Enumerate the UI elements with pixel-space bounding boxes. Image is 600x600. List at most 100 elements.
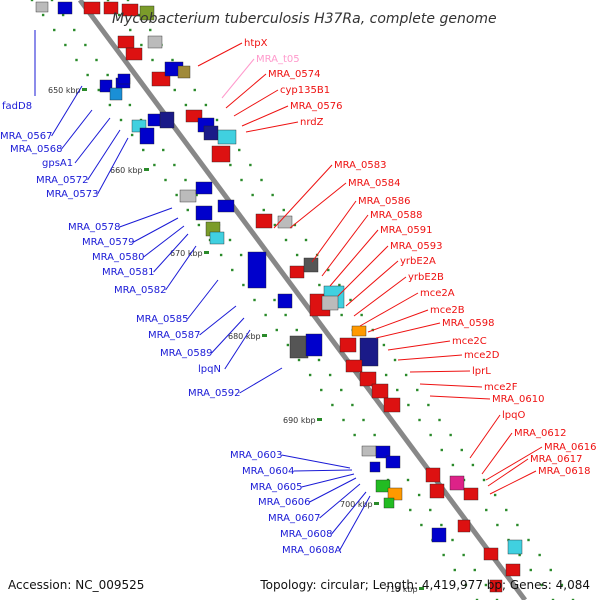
gene-label-left: MRA_0608A: [282, 545, 341, 556]
gene-block: [57, 1, 73, 15]
label-connector-line: [419, 383, 483, 388]
gene-block: [375, 479, 391, 493]
track-dot: [129, 28, 132, 32]
track-dot: [240, 178, 243, 182]
track-dot: [505, 508, 508, 512]
label-connector-line: [165, 245, 197, 291]
gene-label-left: MRA_0603: [230, 450, 282, 461]
gene-block: [505, 563, 521, 577]
track-dot: [73, 28, 76, 32]
track-dot: [340, 313, 343, 317]
label-connector-line: [221, 58, 255, 99]
track-dot: [409, 508, 412, 512]
label-connector-line: [409, 370, 471, 373]
track-dot: [184, 178, 187, 182]
gene-label-left: fadD8: [2, 101, 32, 112]
track-dot: [41, 13, 45, 17]
track-dot: [86, 73, 89, 77]
track-dot: [242, 283, 245, 287]
gene-label-right: mce2D: [464, 350, 500, 361]
track-dot: [184, 103, 188, 107]
scale-tick-mark: [82, 88, 87, 91]
gene-label-right: MRA_0574: [268, 69, 320, 80]
track-dot: [393, 358, 397, 362]
gene-block: [121, 3, 139, 17]
gene-block: [139, 127, 155, 145]
label-connector-line: [293, 469, 353, 472]
gene-label-left: MRA_0607: [268, 513, 320, 524]
gene-label-left: MRA_0605: [250, 482, 302, 493]
track-dot: [186, 208, 189, 212]
gene-label-right: mce2F: [484, 382, 518, 393]
track-dot: [126, 0, 130, 2]
gene-block: [103, 1, 119, 15]
label-connector-line: [387, 340, 451, 351]
gene-label-left: MRA_0579: [82, 237, 134, 248]
scale-tick-label: 670 kbp: [170, 249, 203, 258]
track-dot: [128, 103, 132, 107]
track-dot: [416, 388, 419, 392]
track-dot: [453, 568, 456, 572]
gene-label-left: MRA_0608: [280, 529, 332, 540]
track-dot: [238, 148, 241, 152]
gene-block: [375, 445, 391, 459]
gene-block: [117, 73, 131, 85]
track-dot: [382, 343, 386, 347]
track-dot: [353, 433, 356, 437]
track-dot: [108, 103, 112, 107]
gene-block: [83, 1, 101, 15]
label-connector-line: [239, 367, 283, 394]
track-dot: [396, 388, 399, 392]
track-dot: [275, 328, 278, 332]
track-dot: [475, 598, 479, 600]
label-connector-line: [345, 260, 399, 307]
track-dot: [286, 343, 290, 347]
gene-block: [429, 483, 445, 499]
track-dot: [164, 178, 167, 182]
label-connector-line: [289, 182, 347, 229]
track-dot: [175, 193, 178, 197]
label-connector-line: [397, 354, 463, 361]
gene-label-left: gpsA1: [42, 158, 73, 169]
genome-stats-text: Topology: circular; Length: 4,419,977 bp…: [260, 578, 590, 592]
track-dot: [442, 553, 445, 557]
label-connector-line: [485, 446, 543, 481]
gene-block: [351, 325, 367, 337]
label-connector-line: [211, 317, 245, 354]
track-dot: [317, 358, 321, 362]
track-dot: [140, 43, 143, 47]
label-connector-line: [359, 292, 419, 327]
track-dot: [295, 328, 298, 332]
label-connector-line: [241, 105, 289, 127]
gene-block: [383, 397, 401, 413]
track-dot: [384, 373, 388, 377]
track-dot: [464, 583, 468, 587]
track-dot: [340, 388, 343, 392]
track-dot: [331, 403, 334, 407]
gene-label-left: MRA_0589: [160, 348, 212, 359]
track-dot: [30, 0, 34, 2]
gene-label-right: MRA_0593: [390, 241, 442, 252]
gene-block: [109, 87, 123, 101]
gene-block: [195, 181, 213, 195]
label-connector-line: [321, 214, 369, 277]
gene-block: [321, 295, 339, 311]
track-dot: [149, 28, 152, 32]
track-dot: [473, 568, 476, 572]
scale-tick-mark: [204, 251, 209, 254]
gene-label-right: yrbE2A: [400, 256, 436, 267]
track-dot: [460, 448, 463, 452]
gene-label-right: nrdZ: [300, 117, 324, 128]
gene-block: [177, 65, 191, 79]
track-dot: [449, 433, 452, 437]
gene-block: [387, 487, 403, 501]
track-dot: [527, 538, 530, 542]
gene-block: [247, 251, 267, 289]
label-connector-line: [51, 85, 83, 137]
track-dot: [429, 508, 432, 512]
gene-block: [99, 79, 113, 93]
gene-label-right: MRA_0591: [380, 225, 432, 236]
track-dot: [173, 88, 176, 92]
track-dot: [119, 118, 123, 122]
